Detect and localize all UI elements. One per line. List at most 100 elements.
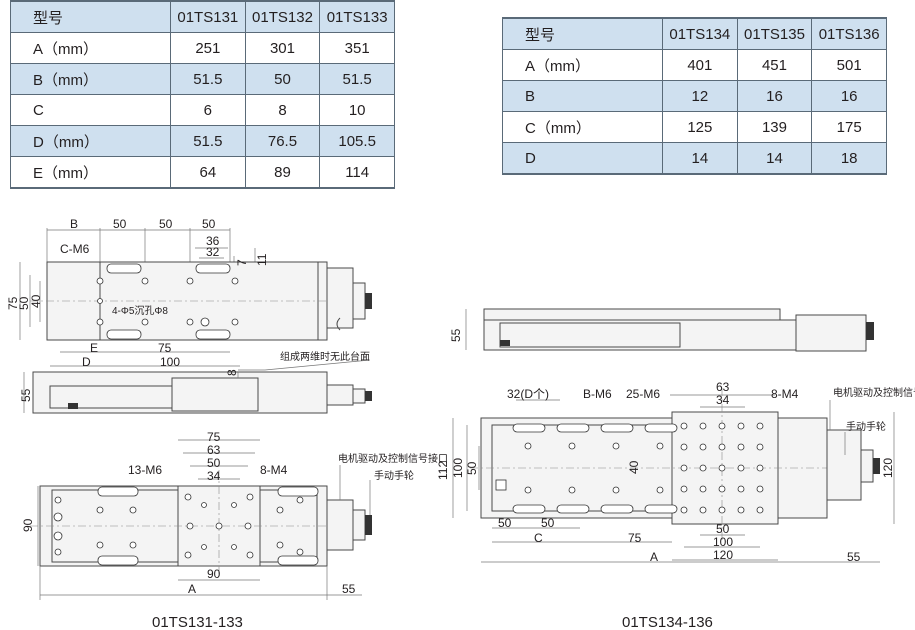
label-interface: 电机驱动及控制信号接口 [338, 452, 448, 465]
label-c-m6: C-M6 [60, 242, 90, 256]
spec-table-right: 型号 01TS134 01TS135 01TS136 A（mm） 401 451… [502, 17, 887, 175]
header-cell: 01TS136 [811, 17, 887, 50]
row-label: B [502, 80, 663, 112]
label-13-m6: 13-M6 [128, 463, 162, 477]
dim-90-height: 90 [21, 518, 35, 532]
table-header-row: 型号 01TS131 01TS132 01TS133 [10, 0, 395, 33]
table-cell: 8 [244, 94, 321, 126]
table-cell: 16 [811, 80, 887, 112]
table-cell: 89 [244, 156, 321, 189]
label-8-m4: 8-M4 [771, 387, 799, 401]
dim-120-height: 120 [881, 458, 895, 478]
table-cell: 401 [662, 49, 738, 81]
table-row: B（mm） 51.5 50 51.5 [10, 63, 395, 95]
label-note: 组成两维时无此台面 [280, 350, 370, 363]
dim-50a: 50 [113, 217, 127, 231]
table-cell: 64 [170, 156, 246, 189]
label-8-m4: 8-M4 [260, 463, 288, 477]
label-handwheel: 手动手轮 [374, 469, 414, 482]
dim-63: 63 [716, 380, 730, 394]
dim-50b: 50 [159, 217, 173, 231]
table-cell: 76.5 [244, 125, 321, 157]
table-cell: 14 [736, 142, 813, 175]
table-cell: 351 [319, 32, 395, 64]
dim-75-plan: 75 [207, 430, 221, 444]
dim-50-c: 50 [716, 522, 730, 536]
label-handwheel: 手动手轮 [846, 420, 886, 433]
row-label: D（mm） [10, 125, 171, 157]
dim-90-width: 90 [207, 567, 221, 581]
row-label: D [502, 142, 663, 175]
dim-b: B [70, 217, 78, 231]
dim-36: 36 [206, 234, 220, 248]
dim-112: 112 [436, 461, 450, 480]
right-dimension-labels: 55 32(D个) B-M6 25-M6 63 34 8-M4 电机驱动及控制信… [436, 328, 915, 630]
table-row: C 6 8 10 [10, 94, 395, 126]
dim-100: 100 [160, 355, 180, 369]
dim-40: 40 [627, 460, 641, 474]
spec-table-left: 型号 01TS131 01TS132 01TS133 A（mm） 251 301… [10, 0, 395, 189]
dim-75: 75 [628, 531, 642, 545]
table-cell: 114 [319, 156, 395, 189]
dim-11: 11 [255, 253, 269, 266]
label-32-d: 32(D个) [507, 387, 549, 401]
table-row: A（mm） 401 451 501 [502, 49, 887, 81]
dim-c: C [534, 531, 543, 545]
table-cell: 16 [736, 80, 813, 112]
dim-7: 7 [235, 259, 249, 266]
dim-a: A [650, 550, 658, 564]
row-label: B（mm） [10, 63, 171, 95]
right-side-view [465, 308, 874, 352]
table-row: C（mm） 125 139 175 [502, 111, 887, 143]
left-side-view [23, 359, 372, 414]
table-cell: 139 [736, 111, 813, 143]
row-label: E（mm） [10, 156, 171, 189]
label-interface: 电机驱动及控制信号接口 [833, 386, 915, 399]
dim-34: 34 [716, 393, 730, 407]
table-cell: 14 [662, 142, 738, 175]
table-cell: 10 [319, 94, 395, 126]
table-cell: 125 [662, 111, 738, 143]
header-cell: 01TS132 [244, 0, 321, 33]
dim-55-height: 55 [19, 388, 33, 402]
label-counterbore: 4-Φ5沉孔Φ8 [112, 304, 168, 317]
left-plan-view [30, 439, 372, 600]
row-label: C（mm） [502, 111, 663, 143]
dim-d: D [82, 355, 91, 369]
dim-50c: 50 [202, 217, 216, 231]
dim-40: 40 [29, 294, 43, 308]
table-cell: 105.5 [319, 125, 395, 157]
dim-50-a: 50 [498, 516, 512, 530]
dim-50-height: 50 [465, 461, 479, 475]
table-cell: 51.5 [170, 125, 246, 157]
table-cell: 51.5 [319, 63, 395, 95]
dim-55-height: 55 [449, 328, 463, 342]
table-row: E（mm） 64 89 114 [10, 156, 395, 189]
label-25-m6: 25-M6 [626, 387, 660, 401]
dim-8: 8 [225, 369, 239, 376]
table-row: D 14 14 18 [502, 142, 887, 175]
dim-55-length: 55 [342, 582, 356, 596]
header-cell: 01TS135 [736, 17, 813, 50]
table-cell: 501 [811, 49, 887, 81]
left-dimension-labels: B 50 50 50 36 32 7 11 C-M6 75 50 40 4-Φ5… [6, 217, 448, 630]
dim-75-bottom: 75 [158, 341, 172, 355]
dim-63: 63 [207, 443, 221, 457]
table-header-row: 型号 01TS134 01TS135 01TS136 [502, 17, 887, 50]
dim-50-plan: 50 [207, 456, 221, 470]
header-cell: 型号 [502, 17, 663, 50]
caption-left: 01TS131-133 [152, 614, 243, 630]
left-top-view [19, 228, 372, 367]
dim-120-width: 120 [713, 548, 733, 562]
caption-right: 01TS134-136 [622, 614, 713, 630]
dim-50: 50 [17, 296, 31, 310]
dim-e: E [90, 341, 98, 355]
table-cell: 12 [662, 80, 738, 112]
table-row: A（mm） 251 301 351 [10, 32, 395, 64]
dim-34: 34 [207, 469, 221, 483]
dim-32: 32 [206, 245, 220, 259]
table-cell: 175 [811, 111, 887, 143]
table-row: D（mm） 51.5 76.5 105.5 [10, 125, 395, 157]
table-row: B 12 16 16 [502, 80, 887, 112]
